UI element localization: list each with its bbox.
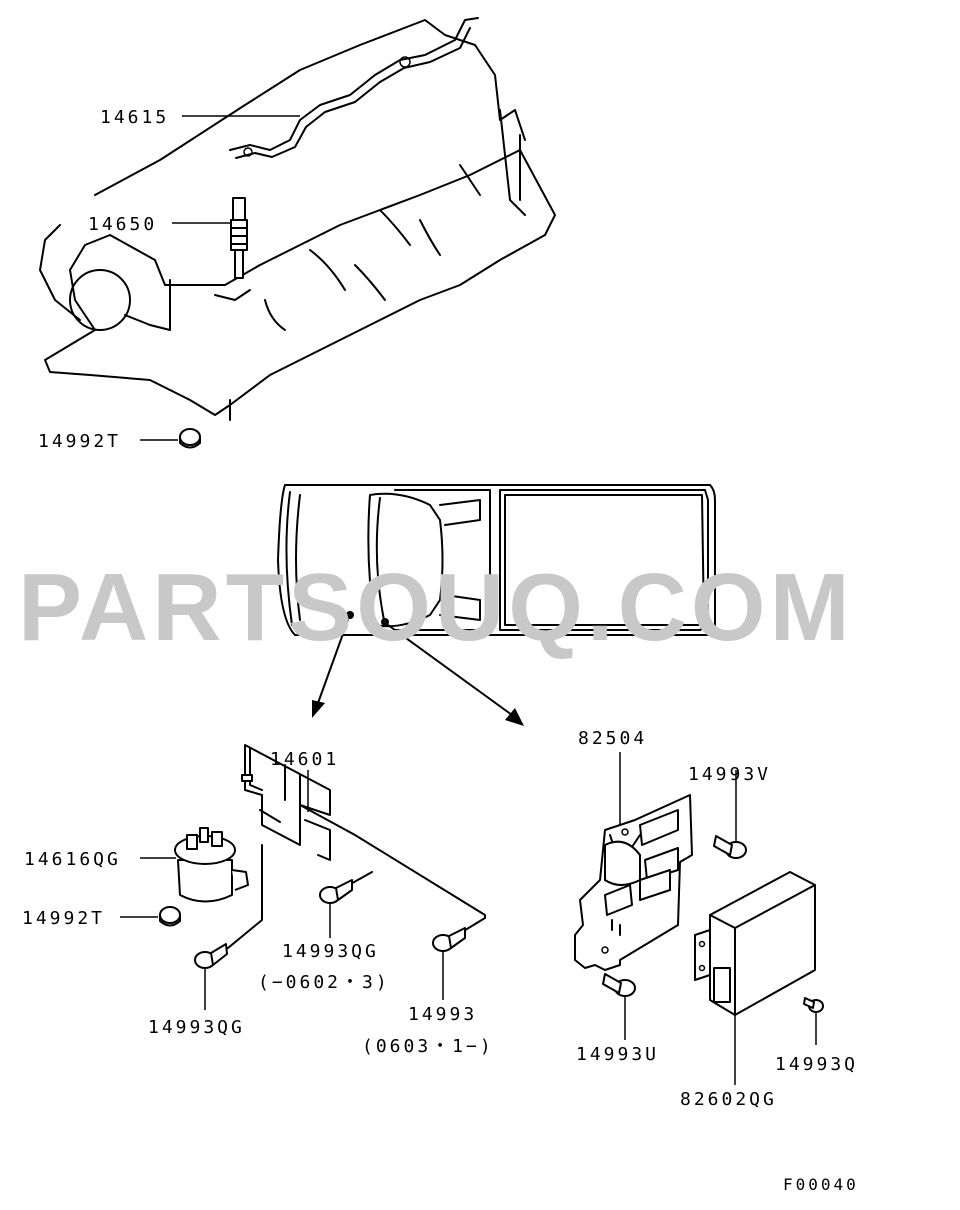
label-14993v: 14993V — [688, 764, 771, 785]
label-14601: 14601 — [270, 749, 339, 770]
control-unit-assembly — [574, 752, 824, 1085]
label-82504: 82504 — [578, 728, 647, 749]
label-14993-note: (0603・1−) — [362, 1036, 494, 1057]
label-14992t-top: 14992T — [38, 431, 121, 452]
label-14992t-bottom: 14992T — [22, 908, 105, 929]
watermark-text: PARTSOUQ.COM — [18, 554, 854, 661]
figure-code: F00040 — [783, 1175, 859, 1194]
vehicle-top-view — [277, 484, 716, 726]
label-14615: 14615 — [100, 107, 169, 128]
label-14993qg-mid-note: (−0602・3) — [258, 972, 390, 993]
glow-relay-assembly — [120, 428, 486, 1010]
label-14993q: 14993Q — [775, 1054, 858, 1075]
engine-head-illustration — [39, 17, 556, 421]
label-14650: 14650 — [88, 214, 157, 235]
label-14993: 14993 — [408, 1004, 477, 1025]
label-82602qg: 82602QG — [680, 1089, 777, 1110]
label-14993qg-left: 14993QG — [148, 1017, 245, 1038]
label-14993qg-mid: 14993QG — [282, 941, 379, 962]
label-14616qg: 14616QG — [24, 849, 121, 870]
label-14993u: 14993U — [576, 1044, 659, 1065]
